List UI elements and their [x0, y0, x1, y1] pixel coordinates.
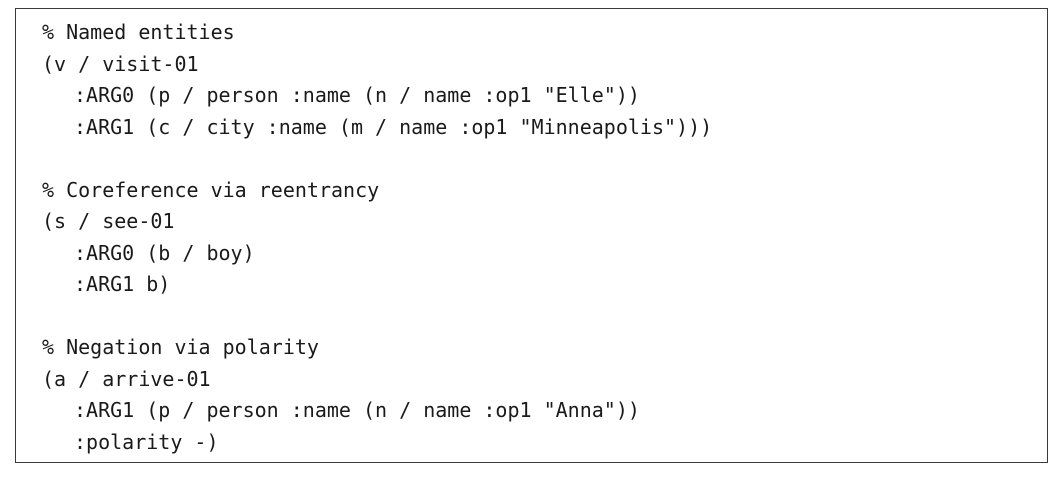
code-line: % Coreference via reentrancy: [42, 177, 380, 202]
code-line: :ARG1 b): [74, 272, 171, 296]
code-listing: % Named entities (v / visit-01 :ARG0 (p / …: [42, 17, 712, 458]
code-line: :ARG1 (c / city :name (m / name :op1 "Mi…: [74, 114, 713, 139]
code-line: :ARG0 (p / person :name (n / name :op1 "…: [74, 83, 640, 107]
code-listing-frame: % Named entities (v / visit-01 :ARG0 (p / …: [15, 8, 1048, 463]
code-blank-line: [42, 301, 712, 333]
code-line: (s / see-01: [42, 209, 175, 233]
code-line: :ARG0 (b / boy): [74, 240, 255, 265]
code-line: % Named entities: [42, 20, 235, 44]
code-line: :ARG1 (p / person :name (n / name :op1 "…: [74, 398, 640, 422]
code-blank-line: [42, 143, 712, 175]
code-line: :polarity -): [74, 429, 219, 454]
code-line: (a / arrive-01: [42, 366, 211, 391]
code-line: % Negation via polarity: [42, 335, 319, 359]
code-line: (v / visit-01: [42, 51, 199, 76]
